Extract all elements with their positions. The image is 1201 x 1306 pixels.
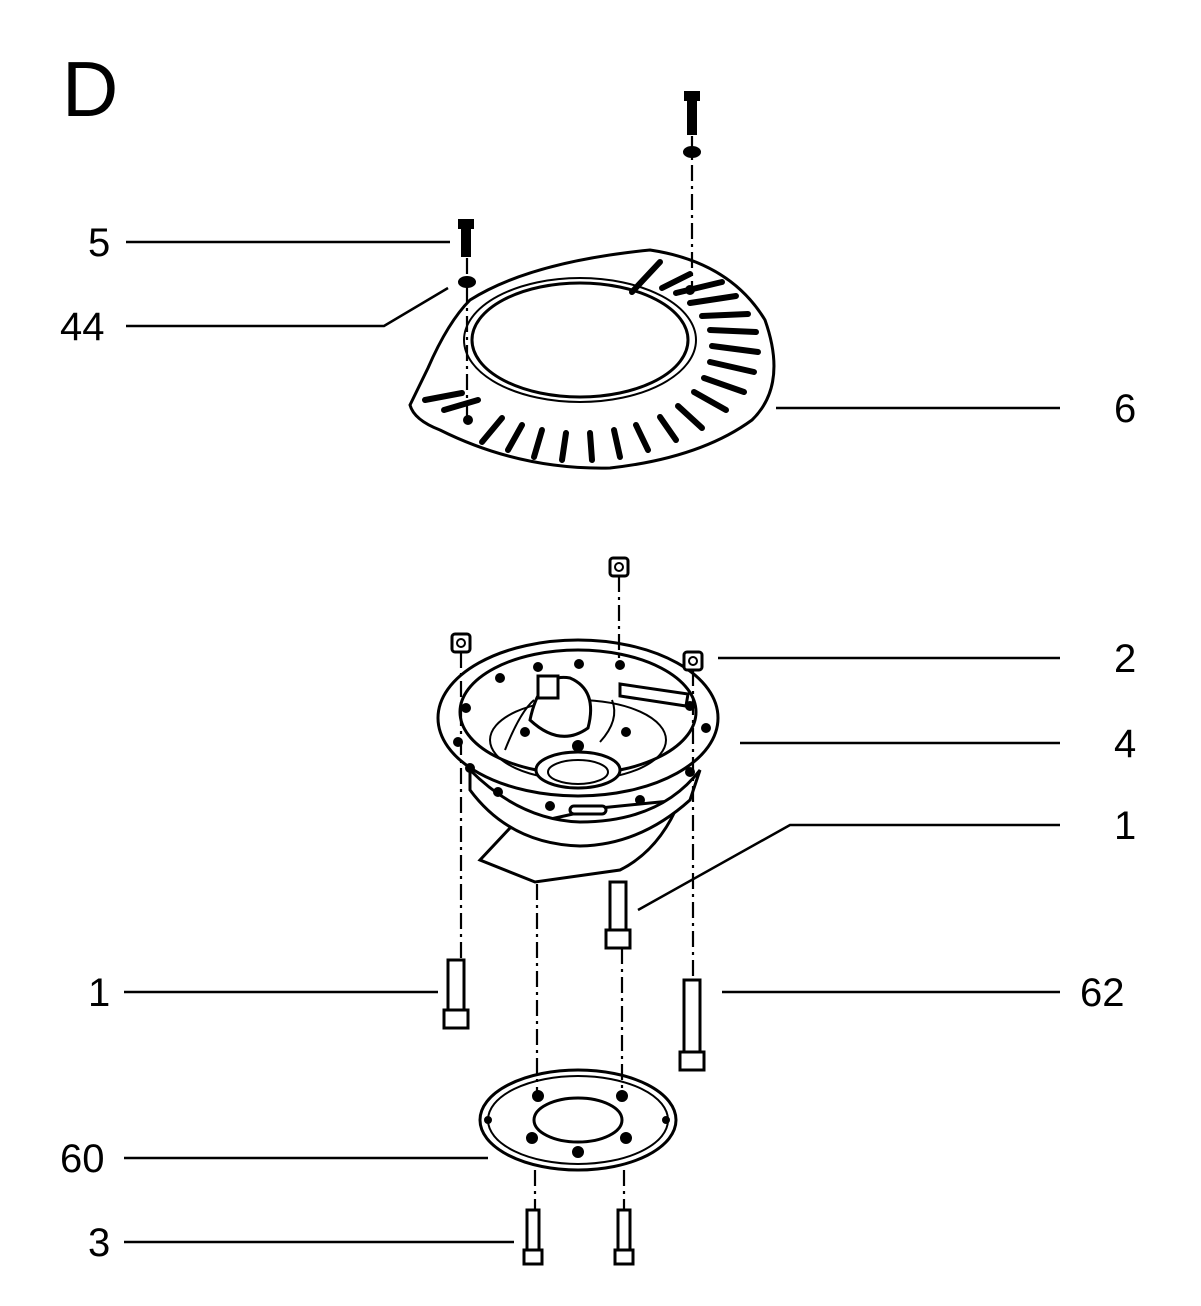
label-part-6: 6 (1114, 387, 1136, 431)
part-2-nut-center (608, 556, 630, 578)
part-1-bolt-center (604, 880, 632, 950)
label-part-4: 4 (1114, 722, 1136, 766)
part-3-bolt-right (613, 1208, 635, 1266)
leader-lines (124, 240, 1060, 1244)
part-2-nut-right (682, 650, 704, 672)
label-part-1-right: 1 (1114, 804, 1136, 848)
label-part-44: 44 (60, 305, 105, 349)
label-part-5: 5 (88, 221, 110, 265)
part-62-bolt (678, 978, 706, 1072)
assembly-axes (459, 576, 695, 1210)
label-part-60: 60 (60, 1137, 105, 1181)
label-part-2: 2 (1114, 637, 1136, 681)
part-2-nut-left (450, 632, 472, 654)
part-6-deflector (408, 248, 776, 470)
part-60-bottom-plate (478, 1068, 678, 1172)
label-part-62: 62 (1080, 971, 1125, 1015)
part-4-housing (436, 638, 720, 884)
part-5-screw-left (458, 219, 476, 288)
part-3-bolt-left (522, 1208, 544, 1266)
deflector-slots (422, 259, 761, 463)
label-part-3: 3 (88, 1221, 110, 1265)
section-letter: D (62, 45, 118, 133)
part-1-bolt-left (442, 958, 470, 1030)
label-part-1-left: 1 (88, 971, 110, 1015)
